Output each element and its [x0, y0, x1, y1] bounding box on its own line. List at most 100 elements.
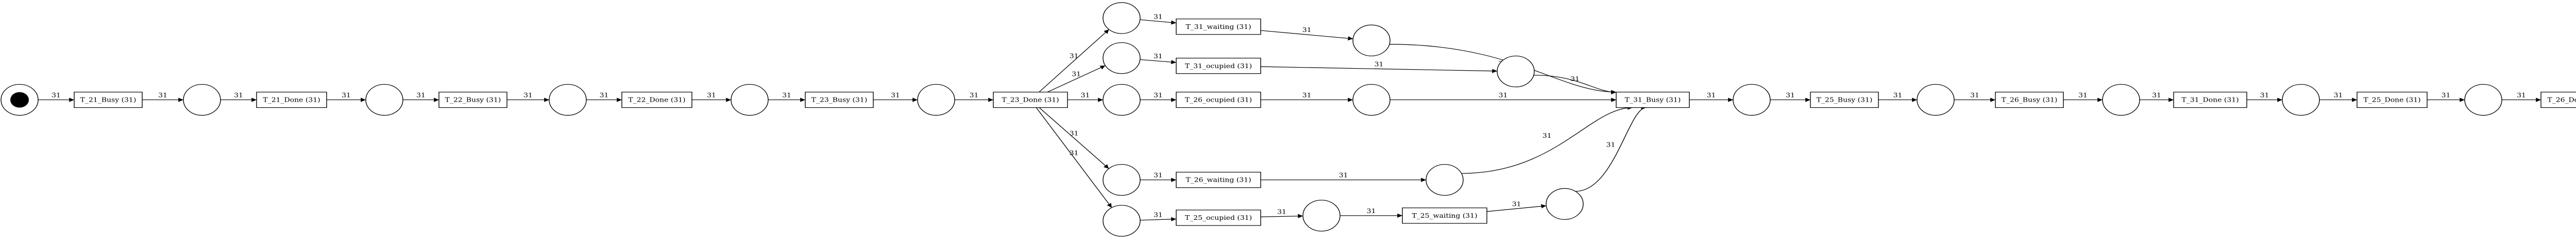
transition-t21busy[interactable]: T_21_Busy (31) [74, 91, 143, 108]
arc-weight-label: 31 [2334, 92, 2343, 100]
arc-pb-to-t31ocupied [1140, 59, 1177, 65]
arc-t25ocupied-to-pe2 [1260, 214, 1303, 218]
arc-weight-label: 31 [1070, 53, 1079, 60]
transition-label: T_26_Done (31) [2547, 97, 2576, 104]
transition-t23done[interactable]: T_23_Done (31) [993, 91, 1068, 108]
arc-t31waiting-to-pa2 [1260, 30, 1353, 41]
place-pc2[interactable] [1352, 84, 1391, 116]
transition-label: T_22_Busy (31) [445, 97, 501, 104]
place-p5[interactable] [917, 84, 955, 116]
transition-label: T_31_ocupied (31) [1185, 63, 1252, 70]
transition-t22done[interactable]: T_22_Done (31) [621, 91, 692, 108]
place-pb2[interactable] [1497, 55, 1535, 88]
arc-weight-label: 31 [2442, 92, 2451, 100]
arc-pa-to-t31waiting [1140, 19, 1177, 25]
place-q2[interactable] [1917, 84, 1955, 116]
place-p2[interactable] [365, 84, 403, 116]
arc-pd2-to-t31busy [1461, 105, 1633, 174]
arc-t23done-to-pd [1039, 107, 1109, 169]
arc-weight-label: 31 [2078, 92, 2088, 100]
place-p3[interactable] [549, 84, 587, 116]
arc-weight-label: 31 [782, 92, 791, 100]
transition-t31ocupied[interactable]: T_31_ocupied (31) [1176, 57, 1261, 74]
arc-weight-label: 31 [1277, 208, 1286, 216]
place-pc[interactable] [1103, 84, 1141, 116]
transition-t26ocupied[interactable]: T_26_ocupied (31) [1176, 91, 1261, 108]
transition-t22busy[interactable]: T_22_Busy (31) [438, 91, 507, 108]
transition-t25ocupied[interactable]: T_25_ocupied (31) [1176, 210, 1261, 226]
transition-label: T_31_Busy (31) [1625, 97, 1681, 104]
arc-weight-label: 31 [1154, 212, 1163, 219]
arc-weight-label: 31 [52, 92, 61, 100]
arc-weight-label: 31 [1154, 53, 1163, 60]
transition-label: T_25_Done (31) [2363, 97, 2420, 104]
arc-weight-label: 31 [707, 92, 716, 100]
transition-t23busy[interactable]: T_23_Busy (31) [805, 91, 874, 108]
arc-weight-label: 31 [1339, 172, 1348, 180]
transition-t31busy[interactable]: T_31_Busy (31) [1616, 91, 1690, 108]
transition-t26waiting[interactable]: T_26_waiting (31) [1176, 171, 1261, 188]
place-q4[interactable] [2282, 84, 2320, 116]
place-pe2[interactable] [1302, 200, 1341, 232]
arcs-layer: 31 31 31 31 31 31 31 31 31 31 31 31 31 31 31 31 31 31 31 31… [38, 13, 2541, 221]
arc-weight-label: 31 [1154, 13, 1163, 21]
arc-weight-label: 31 [1070, 150, 1079, 157]
arc-t23done-to-pa [1039, 29, 1109, 92]
arc-weight-label: 31 [1154, 172, 1163, 180]
transition-label: T_21_Done (31) [263, 97, 320, 104]
arc-weight-label: 31 [1081, 92, 1090, 100]
arc-weight-label: 31 [1606, 142, 1616, 149]
place-q5[interactable] [2464, 84, 2502, 116]
arc-weight-label: 31 [1302, 27, 1312, 34]
transition-t21done[interactable]: T_21_Done (31) [256, 91, 327, 108]
arc-weight-label: 31 [1543, 133, 1552, 140]
place-pa[interactable] [1103, 2, 1141, 34]
arc-weight-label: 31 [523, 92, 533, 100]
transition-t26busy[interactable]: T_26_Busy (31) [1995, 91, 2064, 108]
arc-weight-label: 31 [416, 92, 426, 100]
arc-weight-label: 31 [1302, 92, 1312, 100]
transition-t25busy[interactable]: T_25_Busy (31) [1810, 91, 1879, 108]
transition-label: T_21_Busy (31) [80, 97, 137, 104]
transition-label: T_26_Busy (31) [2002, 97, 2058, 104]
place-pe3[interactable] [1546, 188, 1584, 220]
transition-label: T_22_Done (31) [628, 97, 685, 104]
arc-pb2-to-t31busy [1533, 75, 1617, 94]
transition-label: T_23_Done (31) [1002, 97, 1059, 104]
arc-t23done-to-pb [1047, 65, 1106, 92]
place-pa2[interactable] [1352, 24, 1391, 56]
arc-weight-label: 31 [891, 92, 900, 100]
arc-weight-label: 31 [158, 92, 167, 100]
arc-weight-label: 31 [600, 92, 609, 100]
transition-t25done[interactable]: T_25_Done (31) [2357, 91, 2428, 108]
nodes-layer: T_21_Busy (31) T_21_Done (31) T_22_Busy (3… [1, 2, 2576, 237]
transition-label: T_23_Busy (31) [811, 97, 868, 104]
arc-weight-label: 31 [1072, 71, 1081, 78]
arc-weight-label: 31 [1786, 92, 1795, 100]
arc-weight-label: 31 [1707, 92, 1716, 100]
start-place[interactable] [1, 84, 39, 116]
arc-weight-label: 31 [2517, 92, 2526, 100]
arc-weight-label: 31 [1154, 92, 1163, 100]
transition-t25waiting[interactable]: T_25_waiting (31) [1402, 207, 1487, 224]
transition-t31done[interactable]: T_31_Done (31) [2173, 91, 2247, 108]
transition-t26done[interactable]: T_26_Done (31) [2540, 91, 2576, 108]
place-pd2[interactable] [1426, 164, 1464, 196]
transition-label: T_25_ocupied (31) [1185, 215, 1252, 222]
place-pe[interactable] [1103, 205, 1141, 237]
transition-label: T_31_waiting (31) [1185, 24, 1251, 31]
place-pd[interactable] [1103, 164, 1141, 196]
arc-weight-label: 31 [1070, 131, 1079, 138]
transition-t31waiting[interactable]: T_31_waiting (31) [1176, 19, 1261, 35]
place-p1[interactable] [183, 84, 221, 116]
arc-t31ocupied-to-pb2 [1260, 66, 1498, 73]
place-p4[interactable] [731, 84, 769, 116]
place-pb[interactable] [1103, 42, 1141, 74]
arc-weight-label: 31 [342, 92, 351, 100]
arc-pe3-to-t31busy [1575, 105, 1647, 192]
place-q3[interactable] [2102, 84, 2140, 116]
place-q1[interactable] [1733, 84, 1771, 116]
arc-weight-label: 31 [1570, 76, 1580, 83]
transition-label: T_25_waiting (31) [1412, 213, 1477, 220]
